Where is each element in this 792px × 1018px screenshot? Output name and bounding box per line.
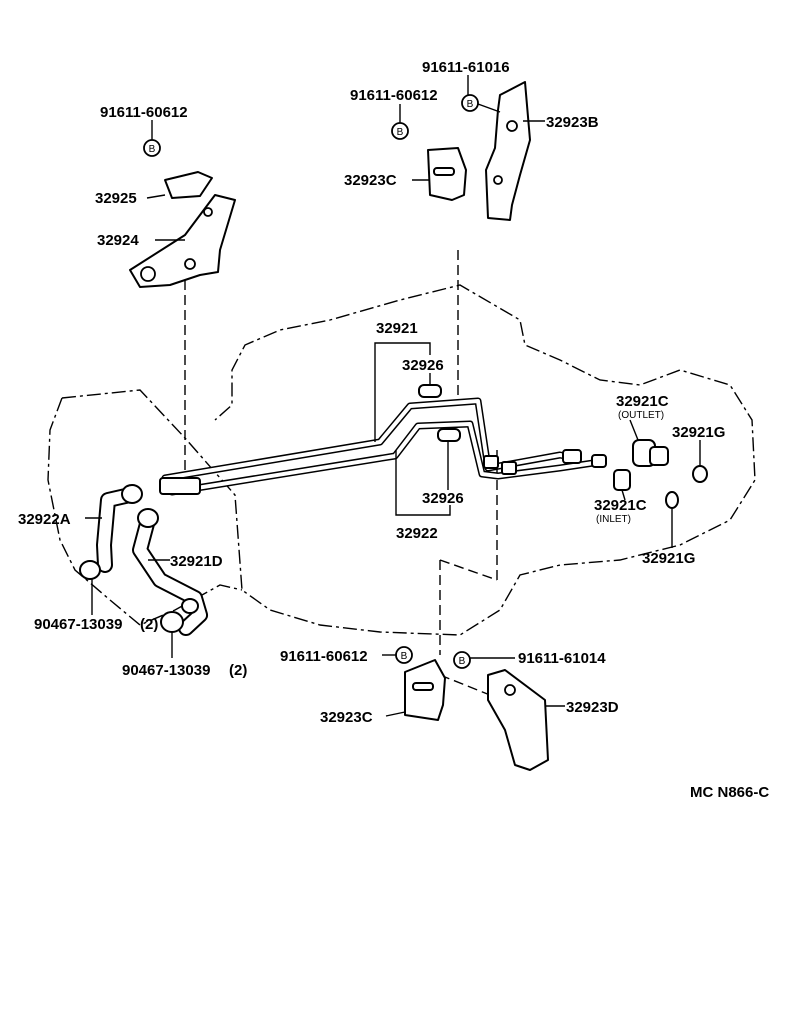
label-32923D: 32923D — [566, 699, 619, 716]
label-32921G-bottom: 32921G — [642, 550, 695, 567]
grommet-32926-bottom — [437, 428, 461, 442]
label-bolt-bottom-right: 91611-61014 — [518, 650, 606, 667]
label-clip-left-1-qty: (2) — [140, 616, 158, 633]
bracket-32923C-top — [427, 147, 467, 201]
svg-text:B: B — [467, 99, 474, 110]
alignment-lines — [184, 250, 498, 696]
label-32926-top: 32926 — [402, 357, 444, 374]
svg-text:B: B — [401, 651, 408, 662]
bolt-icon: B — [143, 139, 161, 157]
svg-text:B: B — [397, 127, 404, 138]
clamp-32925 — [164, 171, 213, 199]
part-labels: 91611-60612 91611-60612 91611-61016 3292… — [18, 59, 769, 801]
cooler-pipe-32922 — [168, 420, 604, 496]
label-bolt-top-left: 91611-60612 — [100, 104, 188, 121]
label-clip-left-1: 90467-13039 — [34, 616, 122, 633]
leader-lines — [85, 75, 701, 717]
label-32922A: 32922A — [18, 511, 71, 528]
bolt-icon: B — [453, 651, 471, 669]
cooler-pipe-32921 — [161, 397, 579, 482]
hose-32922A — [96, 487, 138, 573]
label-32921D: 32921D — [170, 553, 223, 570]
bolt-icon: B — [461, 94, 479, 112]
label-32925: 32925 — [95, 190, 137, 207]
union-32921C-inlet — [613, 469, 631, 491]
bolt-icon: B — [395, 646, 413, 664]
bolt-symbols: B B B B B — [143, 94, 479, 669]
label-clip-left-2-qty: (2) — [229, 662, 247, 679]
hose-32921D — [132, 512, 208, 636]
label-32922: 32922 — [396, 525, 438, 542]
label-32926-bottom: 32926 — [422, 490, 464, 507]
bracket-32923B — [485, 81, 531, 221]
label-32923B: 32923B — [546, 114, 599, 131]
label-inlet-note: (INLET) — [596, 514, 631, 525]
label-bolt-top-mid: 91611-60612 — [350, 87, 438, 104]
union-32921C-outlet — [632, 439, 669, 467]
label-32923C-top: 32923C — [344, 172, 397, 189]
gasket-32921G-bottom — [665, 491, 679, 509]
label-32921G-top: 32921G — [672, 424, 725, 441]
bracket-32924 — [129, 194, 236, 288]
grommet-32926-top — [418, 384, 442, 398]
label-32921: 32921 — [376, 320, 418, 337]
svg-text:B: B — [459, 656, 466, 667]
hose-clips — [79, 484, 199, 633]
bracket-32923C-bottom — [404, 659, 446, 721]
label-32924: 32924 — [97, 232, 139, 249]
label-bolt-bottom-left: 91611-60612 — [280, 648, 368, 665]
label-outlet-note: (OUTLET) — [618, 410, 664, 421]
label-clip-left-2: 90467-13039 — [122, 662, 210, 679]
bolt-icon: B — [391, 122, 409, 140]
pipe-end-fittings — [159, 449, 607, 495]
label-bolt-top-right: 91611-61016 — [422, 59, 510, 76]
bracket-32923D — [487, 669, 549, 771]
label-32921C-outlet: 32921C — [616, 393, 669, 410]
footer-code: MC N866-C — [690, 784, 769, 801]
svg-text:B: B — [149, 144, 156, 155]
gasket-32921G-top — [692, 465, 708, 483]
label-32923C-bottom: 32923C — [320, 709, 373, 726]
label-32921C-inlet: 32921C — [594, 497, 647, 514]
